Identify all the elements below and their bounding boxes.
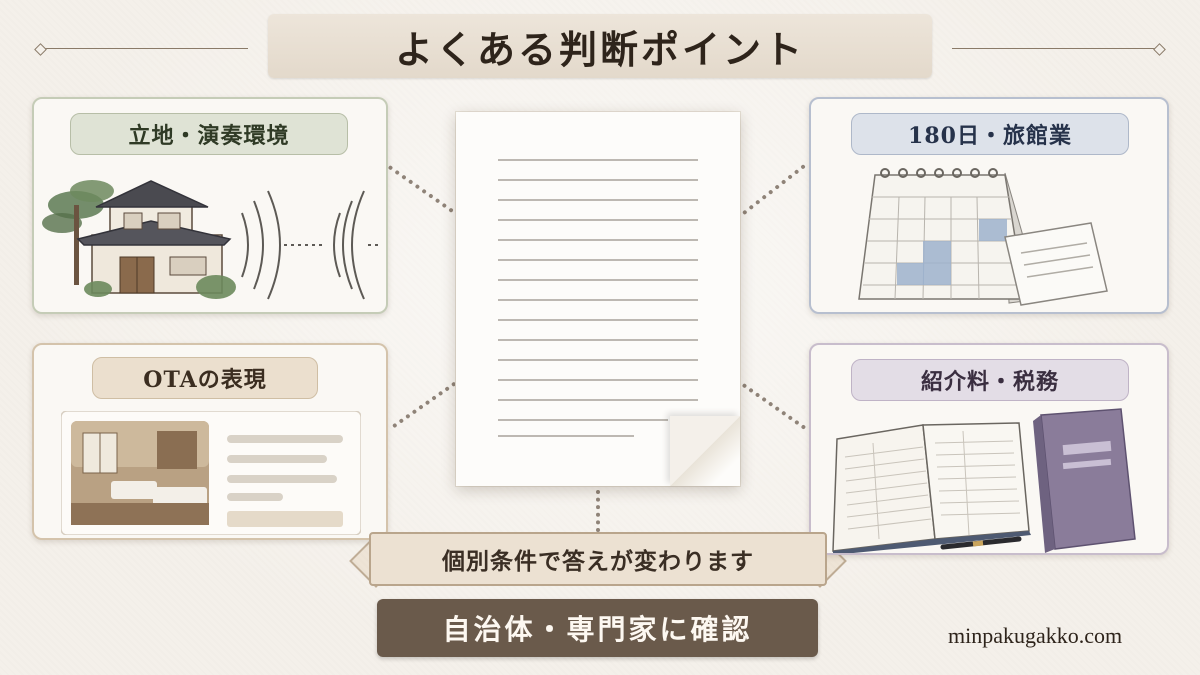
title-rule-right [952,48,1160,49]
document-lines [498,159,698,437]
listing-page-icon [61,411,361,535]
card-location-label: 立地・演奏環境 [70,113,348,155]
confirm-with-authorities-banner: 自治体・専門家に確認 [377,599,818,657]
site-url: minpakugakko.com [948,623,1123,648]
card-180-label: 180日・旅館業 [851,113,1129,155]
card-tax-label: 紹介料・税務 [851,359,1129,401]
connector-bottom-center [596,490,600,532]
card-180-days: 180日・旅館業 [809,97,1169,314]
page-title: よくある判断ポイント [268,14,932,78]
document-icon [456,112,740,486]
card-ota-expression: OTAの表現 [32,343,388,540]
calendar-document-icon [858,168,1108,306]
card-ota-label: OTAの表現 [92,357,318,399]
ledger-book-pen-icon [832,408,1136,553]
title-rule-left [40,48,248,49]
page-curl [670,416,740,486]
individual-conditions-note: 個別条件で答えが変わります [369,532,827,586]
card-referral-tax: 紹介料・税務 [809,343,1169,555]
house-sound-waves-icon [42,180,380,300]
card-location-sound: 立地・演奏環境 [32,97,388,314]
